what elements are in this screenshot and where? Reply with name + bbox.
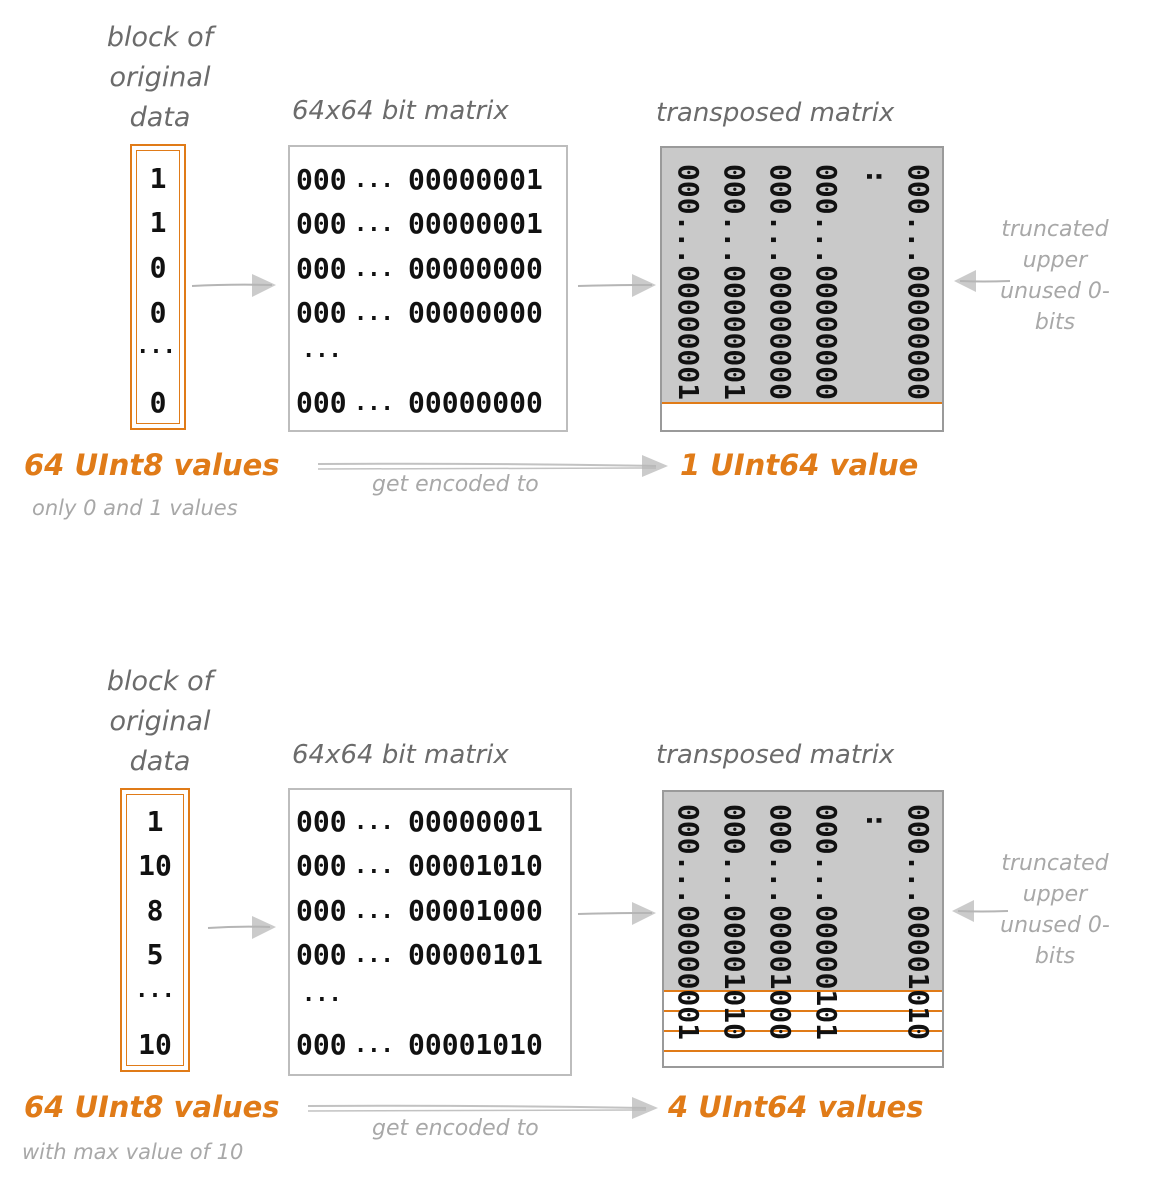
- bit-matrix: [288, 145, 568, 432]
- column-value: 5: [146, 938, 164, 971]
- matrix-label: 64x64 bit matrix: [292, 740, 509, 770]
- truncated-note: truncated upper unused 0-bits: [1000, 851, 1110, 969]
- transposed-column: 000...00000000: [810, 164, 843, 401]
- matrix-label: 64x64 bit matrix: [292, 96, 509, 126]
- bit-matrix: [288, 788, 572, 1076]
- transposed-matrix: 000...00000001 000...00000001 000...0000…: [660, 146, 944, 432]
- original-data-column-inner: [136, 150, 180, 424]
- column-value: 1: [149, 206, 167, 239]
- input-summary: 64 UInt8 values: [24, 1090, 280, 1124]
- output-summary: 4 UInt64 values: [668, 1090, 924, 1124]
- original-data-column-inner: [126, 794, 184, 1066]
- column-value: 1: [146, 805, 164, 838]
- arrow-left-icon: [954, 270, 1011, 292]
- diagram-two: block of original data 64x64 bit matrix …: [0, 600, 1152, 1190]
- column-value: 0: [149, 296, 167, 329]
- transposed-column: 000...00000001: [672, 164, 705, 401]
- transposed-column: 000...00000001: [718, 164, 751, 401]
- transposed-column: :: [860, 168, 893, 185]
- column-value: 1: [149, 162, 167, 195]
- arrow-right-icon: [577, 902, 656, 925]
- output-row-highlight: [662, 402, 942, 430]
- transposed-column: :: [860, 812, 893, 829]
- original-data-column: [120, 788, 190, 1072]
- transposed-column: 000...00000001: [672, 804, 705, 1041]
- diagram-one: block of original data 64x64 bit matrix …: [0, 0, 1152, 590]
- column-value: 10: [138, 849, 172, 882]
- arrow-left-icon: [952, 900, 1009, 922]
- original-data-column: [130, 144, 186, 430]
- encode-label: get encoded to: [372, 472, 539, 497]
- truncated-note: truncated upper unused 0-bits: [1000, 217, 1110, 335]
- transposed-matrix: 000...00000001 000...00001010 000...0000…: [662, 790, 944, 1068]
- transposed-label: transposed matrix: [656, 98, 895, 128]
- input-note: with max value of 10: [22, 1140, 244, 1164]
- arrow-right-icon: [191, 274, 276, 297]
- arrow-right-icon: [307, 1097, 658, 1119]
- output-summary: 1 UInt64 value: [680, 448, 919, 482]
- transposed-column: 000...00000000: [764, 164, 797, 401]
- encode-label: get encoded to: [372, 1116, 539, 1141]
- column-value: 0: [149, 386, 167, 419]
- transposed-column: 000...00000101: [810, 804, 843, 1041]
- column-value: 10: [138, 1028, 172, 1061]
- transposed-column: 000...00001010: [718, 804, 751, 1041]
- block-label: block of original data: [106, 22, 214, 133]
- output-row-highlight: [664, 1050, 942, 1066]
- transposed-column: 000...00001000: [764, 804, 797, 1041]
- transposed-label: transposed matrix: [656, 740, 895, 770]
- transposed-column: 000...00001010: [902, 804, 935, 1041]
- arrow-right-icon: [207, 916, 276, 939]
- column-value: ...: [136, 334, 176, 359]
- input-summary: 64 UInt8 values: [24, 448, 280, 482]
- column-value: 8: [146, 894, 164, 927]
- block-label: block of original data: [106, 666, 214, 777]
- transposed-column: 000...00000000: [902, 164, 935, 401]
- column-value: ...: [135, 978, 175, 1003]
- arrow-right-icon: [317, 455, 668, 477]
- column-value: 0: [149, 251, 167, 284]
- arrow-right-icon: [577, 274, 656, 297]
- input-note: only 0 and 1 values: [32, 496, 238, 520]
